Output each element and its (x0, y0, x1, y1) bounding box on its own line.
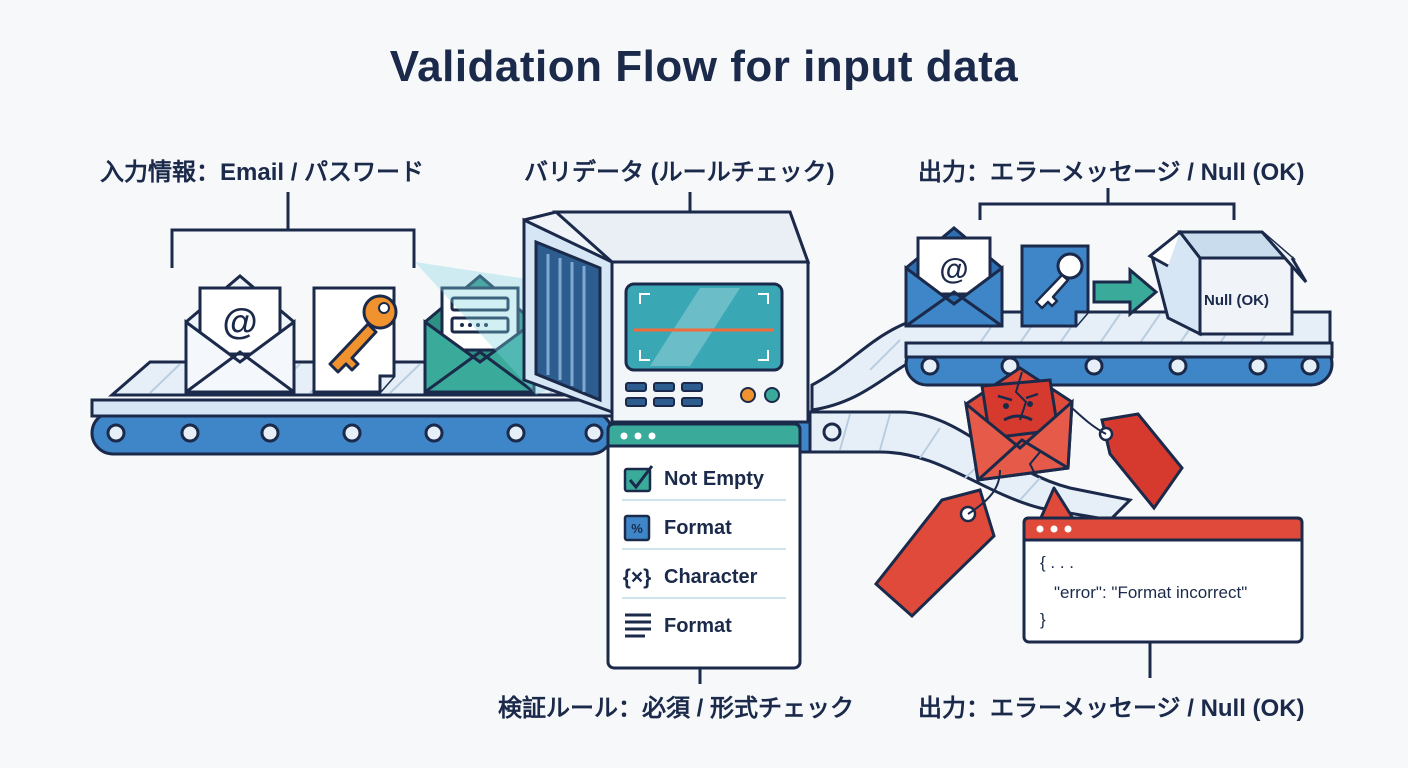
svg-text:@: @ (222, 301, 257, 342)
rules-panel: % {×} (606, 422, 802, 670)
output-label-bottom: 出力：エラーメッセージ / Null (OK) (918, 695, 1305, 722)
error-code-line-3: } (1040, 610, 1046, 629)
teal-indicator-light (764, 387, 780, 403)
format-icon: % (623, 514, 651, 542)
validator-label: バリデータ (ルールチェック) (524, 159, 835, 186)
error-message-panel (1022, 486, 1304, 644)
error-tag-left-icon (873, 469, 1001, 619)
broken-envelope-icon (963, 366, 1074, 482)
rule-format-2: Format (664, 615, 732, 637)
email-envelope-icon: @ (184, 274, 296, 394)
output-bracket-top (978, 188, 1236, 220)
error-code-line-1: { . . . (1040, 553, 1075, 572)
input-label: 入力情報：Email / パスワード (100, 159, 425, 186)
diagram-title: Validation Flow for input data (389, 42, 1019, 91)
blue-key-icon (1020, 244, 1090, 328)
orange-indicator-light (740, 387, 756, 403)
rule-character: Character (664, 566, 758, 588)
validator-machine (522, 210, 811, 424)
machine-vent (534, 239, 602, 403)
scanner-screen (624, 282, 784, 372)
svg-text:%: % (631, 521, 643, 536)
checkbox-icon (623, 465, 654, 493)
svg-text:@: @ (939, 253, 968, 286)
braces-icon: {×} (623, 566, 652, 589)
blue-email-envelope-icon: @ (904, 226, 1004, 328)
rule-not-empty: Not Empty (664, 468, 764, 490)
error-code-line-2: "error": "Format incorrect" (1054, 583, 1248, 602)
svg-text:{×}: {×} (623, 566, 652, 589)
keypad (625, 382, 703, 407)
ok-box-label: Null (OK) (1204, 292, 1269, 309)
ok-box-icon (1147, 229, 1308, 337)
input-bracket (170, 192, 416, 268)
output-label-top: 出力：エラーメッセージ / Null (OK) (918, 159, 1305, 186)
rules-label: 検証ルール：必須 / 形式チェック (498, 695, 855, 722)
rule-format: Format (664, 517, 732, 539)
password-key-icon (312, 286, 398, 394)
arrow-right-icon (1092, 266, 1159, 318)
lines-icon (625, 613, 651, 638)
